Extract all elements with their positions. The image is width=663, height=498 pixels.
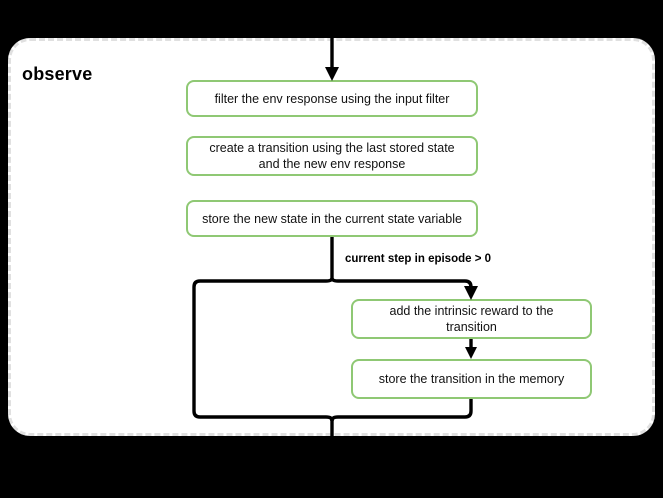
node-label: create a transition using the last store… [209, 141, 455, 171]
node-add-intrinsic-reward[interactable]: add the intrinsic reward to the transiti… [351, 299, 592, 339]
node-label: add the intrinsic reward to the transiti… [389, 304, 554, 334]
node-label: store the transition in the memory [378, 372, 565, 386]
node-label: store the new state in the current state… [202, 211, 462, 226]
edge-label-current-step-condition: current step in episode > 0 [345, 253, 492, 265]
node-label: filter the env response using the input … [214, 91, 450, 106]
node-create-transition[interactable]: create a transition using the last store… [186, 136, 478, 176]
node-store-new-state[interactable]: store the new state in the current state… [186, 200, 478, 237]
node-filter-env-response[interactable]: filter the env response using the input … [186, 80, 478, 117]
node-store-transition-memory[interactable]: store the transition in the memory [351, 359, 592, 399]
group-title-observe: observe [22, 64, 93, 84]
